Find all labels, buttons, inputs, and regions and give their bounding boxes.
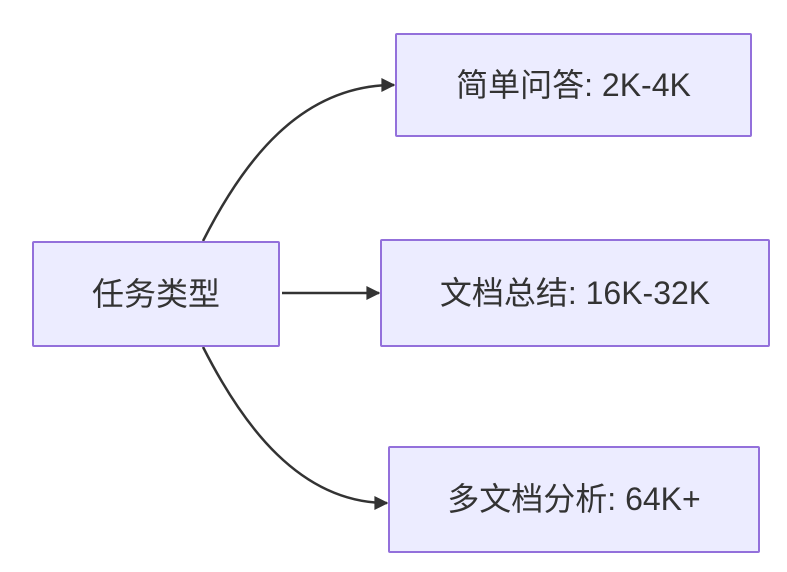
node-doc-summary: 文档总结: 16K-32K (380, 239, 770, 347)
node-multi-doc: 多文档分析: 64K+ (388, 446, 760, 553)
node-multi-doc-label: 多文档分析: 64K+ (447, 481, 701, 518)
node-doc-summary-label: 文档总结: 16K-32K (439, 274, 711, 311)
node-task-type-label: 任务类型 (91, 275, 220, 312)
edge-root-to-multi-doc (201, 346, 389, 510)
edge-root-to-simple-qa (201, 78, 396, 242)
node-simple-qa-label: 简单问答: 2K-4K (456, 66, 691, 103)
node-simple-qa: 简单问答: 2K-4K (395, 33, 752, 137)
node-task-type: 任务类型 (32, 241, 280, 347)
